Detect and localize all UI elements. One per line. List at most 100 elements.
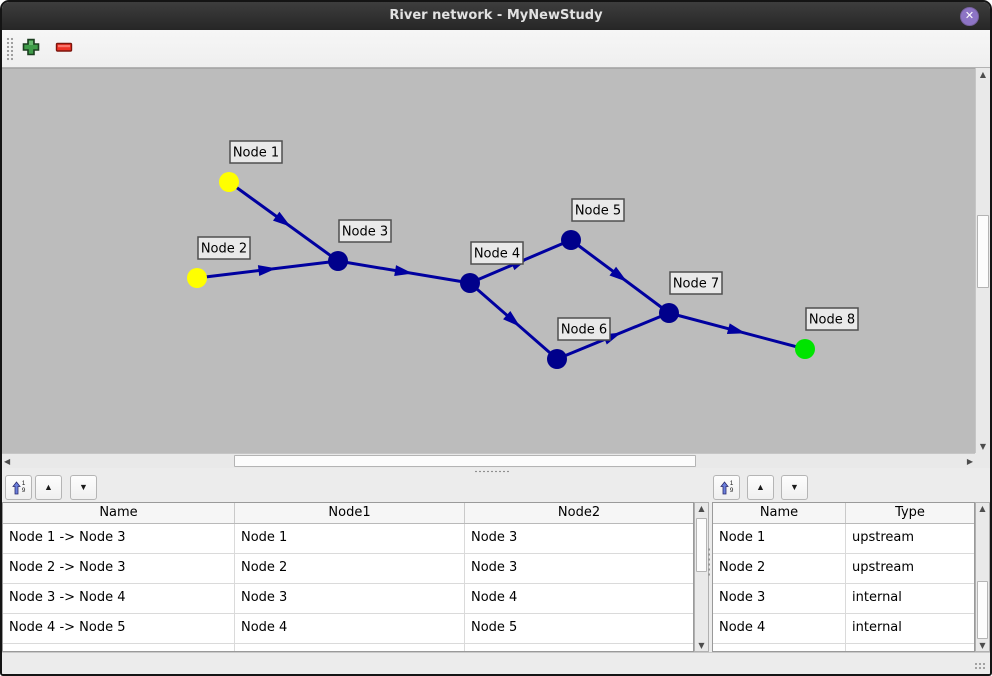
edge-arrow-icon: [609, 266, 628, 282]
column-header[interactable]: Node1: [235, 503, 465, 523]
down-triangle-icon: ▼: [790, 482, 799, 492]
table-cell: Node 4 -> Node 5: [3, 614, 235, 643]
column-header[interactable]: Node2: [557, 505, 601, 520]
minus-icon: [55, 42, 73, 52]
branches-move-up-button[interactable]: ▲: [35, 475, 62, 500]
network-node[interactable]: [547, 349, 567, 369]
table-header-row: Name Type: [713, 503, 974, 524]
splitter-grip-icon: [474, 470, 510, 473]
canvas-horizontal-scrollbar[interactable]: ◀ ▶: [2, 453, 975, 468]
nodes-move-down-button[interactable]: ▼: [781, 475, 808, 500]
branches-move-down-button[interactable]: ▼: [70, 475, 97, 500]
table-cell: Node 1 -> Node 3: [3, 524, 235, 553]
scroll-up-icon[interactable]: ▲: [698, 504, 705, 513]
column-header[interactable]: Name: [3, 503, 235, 523]
network-node[interactable]: [795, 339, 815, 359]
table-cell: upstream: [852, 530, 915, 545]
arrowhead-icon: [503, 310, 521, 327]
canvas-vertical-scrollbar[interactable]: ▲ ▼: [975, 68, 990, 453]
node-label: Node 3: [342, 225, 388, 240]
table-cell: Node 3: [471, 560, 518, 575]
node-label: Node 5: [575, 204, 621, 219]
edge-arrow-icon: [257, 265, 277, 277]
table-panel-splitter[interactable]: [707, 547, 714, 577]
column-header[interactable]: Name: [713, 503, 846, 523]
table-cell: internal: [852, 590, 902, 605]
table-cell: Node 1: [235, 524, 465, 553]
titlebar[interactable]: River network - MyNewStudy ✕: [2, 2, 990, 30]
window-title: River network - MyNewStudy: [389, 8, 603, 23]
node-label-box: [669, 271, 723, 295]
network-node[interactable]: [328, 251, 348, 271]
window-resize-grip[interactable]: [974, 662, 986, 671]
plus-icon: [22, 38, 40, 55]
network-node[interactable]: [219, 172, 239, 192]
scrollbar-thumb[interactable]: [234, 455, 696, 467]
scroll-down-icon[interactable]: ▼: [979, 641, 986, 650]
close-icon: ✕: [964, 9, 975, 22]
close-button[interactable]: ✕: [960, 6, 979, 26]
table-cell: [713, 644, 846, 651]
table-cell: Node 4: [713, 614, 846, 643]
column-header[interactable]: Type: [895, 505, 925, 520]
table-row[interactable]: [3, 644, 693, 651]
arrowhead-icon: [609, 266, 628, 282]
scroll-up-icon[interactable]: ▲: [979, 70, 987, 79]
scroll-down-icon[interactable]: ▼: [979, 442, 987, 451]
table-cell: [3, 644, 235, 651]
table-cell: Node 4: [471, 590, 518, 605]
table-cell: Node 3: [713, 584, 846, 613]
add-node-button[interactable]: [17, 34, 45, 62]
edge-arrow-icon: [503, 310, 521, 327]
toolbar-drag-handle[interactable]: [6, 37, 13, 61]
table-cell: [235, 644, 465, 651]
network-node[interactable]: [561, 230, 581, 250]
node-label: Node 6: [561, 323, 607, 338]
edge-arrow-icon: [726, 323, 746, 335]
table-cell: Node 2 -> Node 3: [3, 554, 235, 583]
scroll-up-icon[interactable]: ▲: [979, 504, 986, 513]
table-cell: [465, 644, 693, 651]
network-node[interactable]: [659, 303, 679, 323]
scroll-right-icon[interactable]: ▶: [966, 457, 973, 466]
remove-node-button[interactable]: [50, 34, 78, 62]
table-row[interactable]: [713, 644, 974, 651]
table-cell: upstream: [852, 560, 915, 575]
scrollbar-thumb[interactable]: [977, 215, 989, 288]
scrollbar-thumb[interactable]: [696, 518, 707, 572]
node-label: Node 4: [474, 247, 520, 262]
table-row[interactable]: Node 2 upstream: [713, 554, 974, 584]
table-row[interactable]: Node 1 upstream: [713, 524, 974, 554]
canvas-table-splitter[interactable]: [2, 468, 990, 474]
scrollbar-thumb[interactable]: [977, 581, 988, 639]
node-label-box: [557, 317, 611, 341]
nodes-table-scrollbar[interactable]: ▲ ▼: [975, 502, 990, 652]
main-toolbar: [2, 30, 990, 68]
scroll-left-icon[interactable]: ◀: [4, 457, 11, 466]
network-node[interactable]: [460, 273, 480, 293]
network-node[interactable]: [187, 268, 207, 288]
arrowhead-icon: [394, 265, 413, 276]
nodes-move-up-button[interactable]: ▲: [747, 475, 774, 500]
table-cell: Node 2: [713, 554, 846, 583]
table-row[interactable]: Node 3 internal: [713, 584, 974, 614]
table-cell: Node 1: [713, 524, 846, 553]
scroll-down-icon[interactable]: ▼: [698, 641, 705, 650]
node-label-box: [805, 307, 859, 331]
up-triangle-icon: ▲: [44, 482, 53, 492]
branches-table-scrollbar[interactable]: ▲ ▼: [694, 502, 709, 652]
